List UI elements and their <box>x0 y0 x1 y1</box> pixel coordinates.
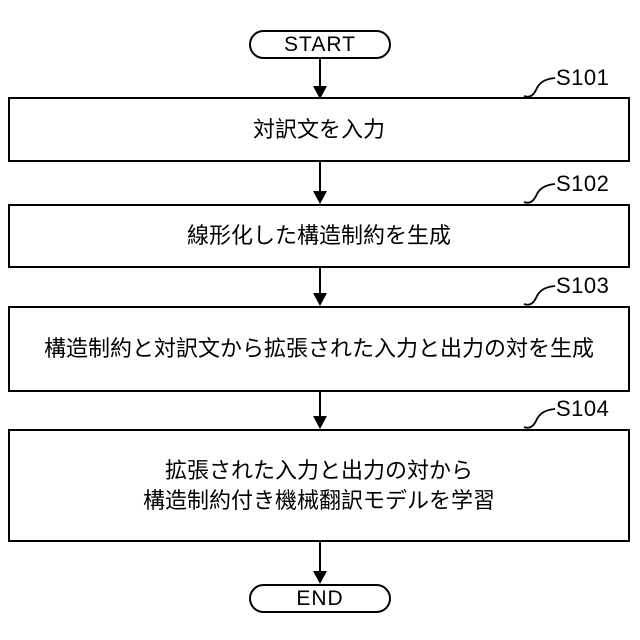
step-id-s104: S104 <box>556 396 610 421</box>
arrow-head-icon <box>313 293 327 306</box>
leader-line-s102 <box>523 183 556 204</box>
arrow-s102-to-s103 <box>313 268 327 306</box>
arrow-head-icon <box>313 571 327 584</box>
process-box-s102: 線形化した構造制約を生成 <box>8 204 630 268</box>
arrow-shaft <box>319 542 321 573</box>
arrow-head-icon <box>313 416 327 429</box>
process-box-s101: 対訳文を入力 <box>8 97 630 162</box>
arrow-s103-to-s104 <box>313 392 327 429</box>
end-label: END <box>296 586 344 610</box>
arrow-shaft <box>319 392 321 418</box>
arrow-shaft <box>319 59 321 88</box>
process-box-s103: 構造制約と対訳文から拡張された入力と出力の対を生成 <box>8 306 630 392</box>
arrow-s101-to-s102 <box>313 162 327 204</box>
arrow-shaft <box>319 268 321 295</box>
start-terminal: START <box>249 30 391 59</box>
process-text-s104: 拡張された入力と出力の対から 構造制約付き機械翻訳モデルを学習 <box>142 458 495 513</box>
step-id-s103: S103 <box>556 273 610 298</box>
process-text-s103: 構造制約と対訳文から拡張された入力と出力の対を生成 <box>43 336 594 362</box>
process-text-s101: 対訳文を入力 <box>252 116 385 142</box>
leader-line-s103 <box>523 285 556 306</box>
step-id-s101: S101 <box>556 65 610 90</box>
leader-line-s104 <box>523 408 556 429</box>
leader-line-s101 <box>523 77 556 98</box>
end-terminal: END <box>249 584 391 613</box>
process-box-s104: 拡張された入力と出力の対から 構造制約付き機械翻訳モデルを学習 <box>8 429 630 542</box>
start-label: START <box>284 32 356 56</box>
arrow-shaft <box>319 162 321 193</box>
arrow-head-icon <box>313 191 327 204</box>
step-id-s102: S102 <box>556 171 610 196</box>
arrow-s104-to-end <box>313 542 327 584</box>
arrow-head-icon <box>313 86 327 99</box>
process-text-s102: 線形化した構造制約を生成 <box>186 223 451 249</box>
arrow-start-to-s101 <box>313 59 327 99</box>
